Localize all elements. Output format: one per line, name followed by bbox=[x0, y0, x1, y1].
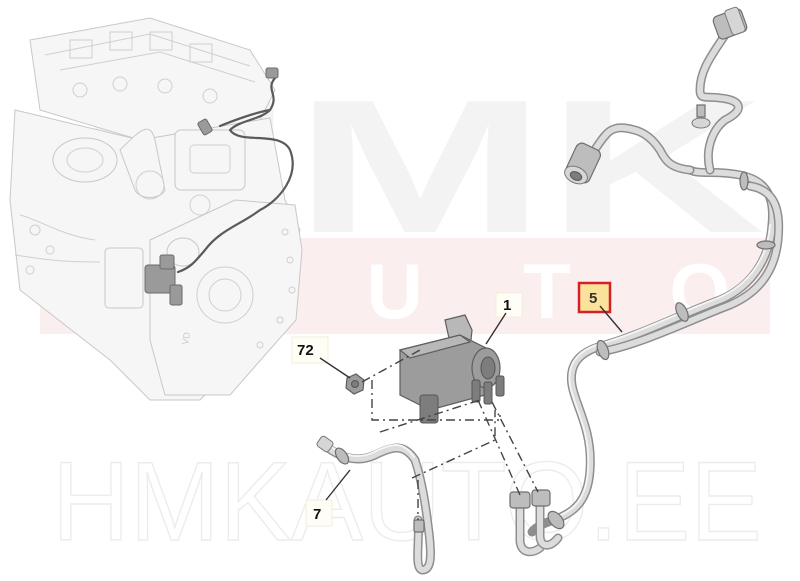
hose-elbow-connectors bbox=[509, 489, 565, 557]
hose-connector-top bbox=[712, 6, 748, 40]
part-72-nut[interactable] bbox=[345, 373, 365, 395]
callout-1-label: 1 bbox=[503, 297, 511, 314]
part-1-solenoid-valve[interactable] bbox=[398, 314, 505, 424]
assembly-lines bbox=[361, 349, 539, 520]
callout-1[interactable]: 1 bbox=[485, 292, 523, 345]
callout-72[interactable]: 72 bbox=[291, 336, 351, 379]
watermark: HMK AUTO HMKAUTO.EE bbox=[40, 61, 770, 565]
callout-72-label: 72 bbox=[297, 342, 314, 359]
engine-illustration: VD bbox=[9, 17, 303, 401]
part-5-vacuum-hose[interactable] bbox=[509, 6, 784, 557]
callout-7-label: 7 bbox=[313, 506, 321, 523]
engine-valve-location bbox=[144, 254, 183, 306]
callout-5-highlighted[interactable]: 5 bbox=[577, 281, 623, 333]
callout-5-label: 5 bbox=[589, 290, 597, 307]
callout-7[interactable]: 7 bbox=[305, 469, 351, 527]
part-7-vacuum-pipe[interactable] bbox=[316, 435, 435, 575]
check-valve bbox=[691, 104, 711, 129]
watermark-bottom-text: HMKAUTO.EE bbox=[52, 439, 762, 564]
svg-text:VD: VD bbox=[180, 331, 192, 346]
hose-connector-left bbox=[564, 142, 602, 185]
